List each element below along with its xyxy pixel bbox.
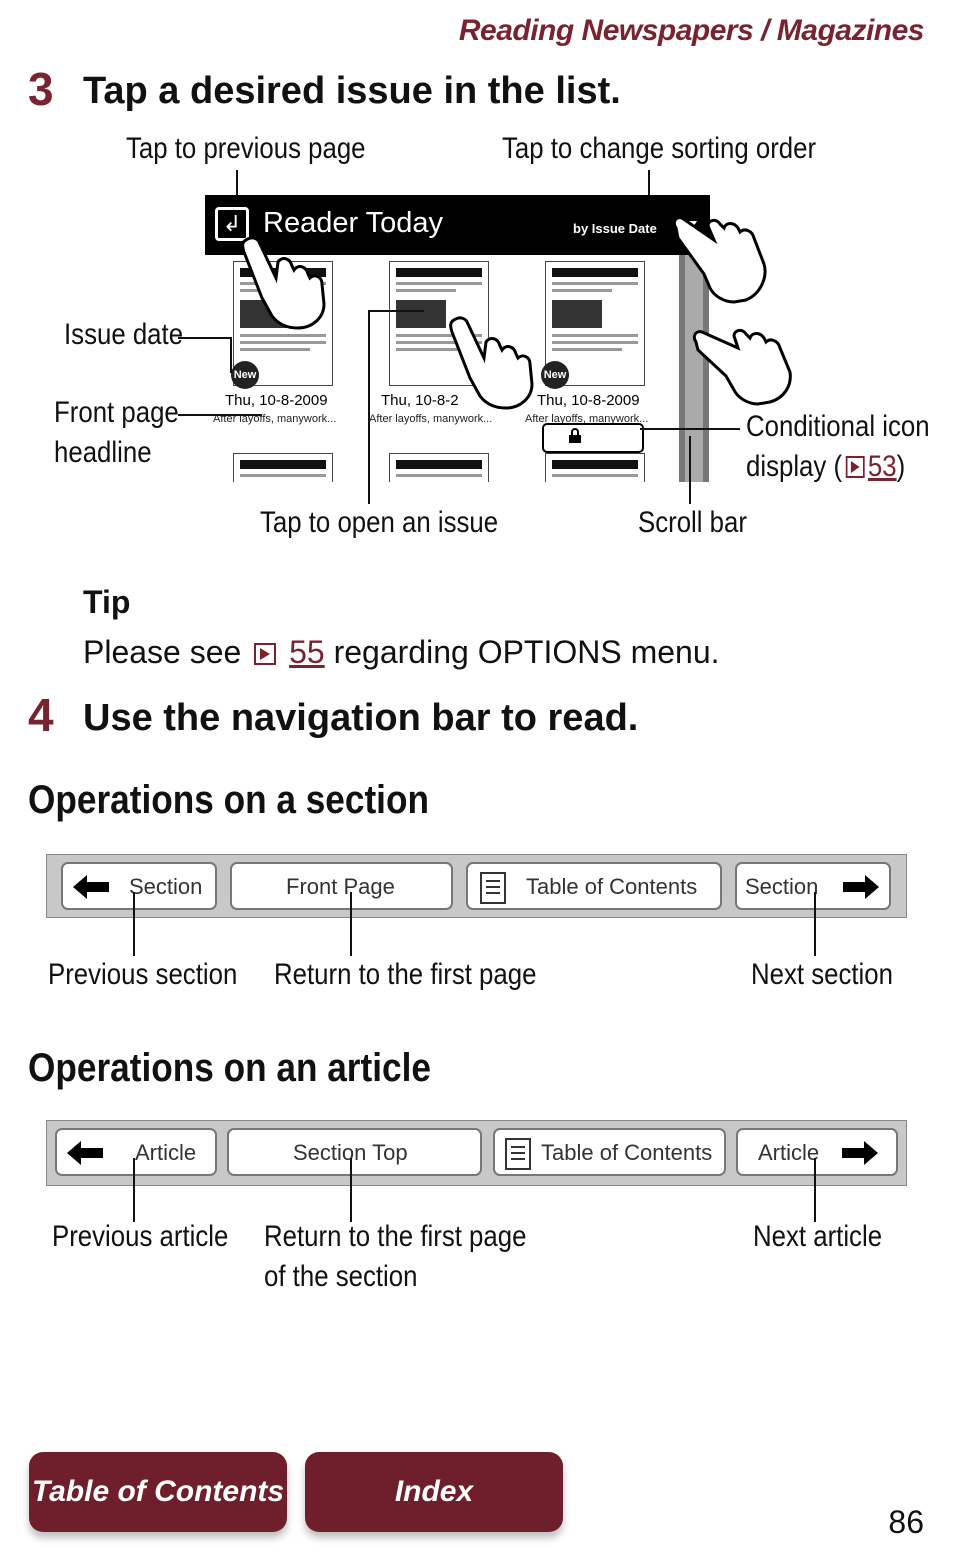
- leader-line: [178, 337, 232, 339]
- leader-line: [689, 436, 691, 504]
- issue-headline: After layoffs, manywork...: [369, 413, 493, 425]
- page-ref-link[interactable]: 53: [867, 450, 897, 483]
- callout-of-the-section: of the section: [264, 1260, 418, 1293]
- table-of-contents-button[interactable]: Table of Contents: [493, 1128, 726, 1176]
- arrow-right-icon: [843, 875, 879, 899]
- callout-scroll-bar: Scroll bar: [638, 506, 747, 539]
- leader-line: [640, 428, 740, 430]
- leader-line: [814, 892, 816, 956]
- callout-previous-page: Tap to previous page: [126, 132, 366, 165]
- section-navigation-bar: Section Front Page Table of Contents Sec…: [46, 854, 907, 918]
- scroll-thumb[interactable]: [685, 255, 703, 482]
- callout-next-section: Next section: [751, 958, 893, 991]
- issue-headline: After layoffs, manywork...: [213, 413, 337, 425]
- leader-line: [230, 337, 232, 373]
- next-article-button[interactable]: Article: [736, 1128, 898, 1176]
- leader-line: [350, 892, 352, 956]
- leader-line: [133, 892, 135, 956]
- page-number: 86: [888, 1504, 924, 1540]
- list-icon: [505, 1138, 531, 1170]
- tap-hand-icon: [449, 316, 534, 410]
- section-ops-title: Operations on a section: [28, 778, 429, 822]
- page-ref-icon: [254, 643, 277, 665]
- callout-return-first-page: Return to the first page: [274, 958, 537, 991]
- arrow-left-icon: [73, 875, 109, 899]
- leader-line: [368, 310, 424, 312]
- newspaper-thumbnail: [545, 453, 645, 482]
- arrow-left-icon: [67, 1141, 103, 1165]
- conditional-icon-box: [542, 423, 644, 453]
- new-badge: New: [231, 361, 259, 389]
- app-title: Reader Today: [263, 207, 444, 239]
- article-ops-title: Operations on an article: [28, 1046, 431, 1090]
- callout-front-page: Front page: [54, 396, 179, 429]
- table-of-contents-button[interactable]: Table of Contents: [466, 862, 722, 910]
- newspaper-thumbnail: [233, 453, 333, 482]
- callout-return-first-page: Return to the first page: [264, 1220, 527, 1253]
- leader-line: [368, 310, 370, 504]
- callout-headline: headline: [54, 436, 152, 469]
- title-bar: [205, 195, 710, 255]
- previous-article-button[interactable]: Article: [55, 1128, 217, 1176]
- swipe-hand-icon: [692, 328, 792, 406]
- tap-hand-icon: [672, 216, 767, 304]
- section-top-button[interactable]: Section Top: [227, 1128, 482, 1176]
- front-page-button[interactable]: Front Page: [230, 862, 453, 910]
- index-link-button[interactable]: Index: [305, 1452, 563, 1532]
- tip-body: Please see 55 regarding OPTIONS menu.: [83, 634, 720, 670]
- lock-icon: [569, 428, 581, 443]
- leader-line: [178, 414, 262, 416]
- page-ref-icon: [845, 456, 865, 478]
- step-3-heading: Tap a desired issue in the list.: [83, 70, 621, 112]
- arrow-right-icon: [842, 1141, 878, 1165]
- issue-date: Thu, 10-8-2009: [537, 392, 640, 409]
- issue-headline: After layoffs, manywork...: [525, 413, 649, 425]
- tap-hand-icon: [241, 236, 326, 330]
- callout-next-article: Next article: [753, 1220, 883, 1253]
- chapter-header: Reading Newspapers / Magazines: [458, 14, 925, 47]
- previous-section-button[interactable]: Section: [61, 862, 217, 910]
- page-ref-link[interactable]: 55: [289, 634, 325, 670]
- callout-issue-date: Issue date: [64, 318, 184, 351]
- article-navigation-bar: Article Section Top Table of Contents Ar…: [46, 1120, 907, 1186]
- leader-line: [814, 1158, 816, 1222]
- sort-order-button[interactable]: by Issue Date: [573, 221, 657, 236]
- list-icon: [480, 872, 506, 904]
- back-icon[interactable]: ↲: [215, 207, 249, 241]
- next-section-button[interactable]: Section: [735, 862, 891, 910]
- issue-date: Thu, 10-8-2009: [225, 392, 328, 409]
- step-number-3: 3: [28, 63, 54, 115]
- step-number-4: 4: [28, 689, 54, 741]
- leader-line: [133, 1158, 135, 1222]
- leader-line: [350, 1158, 352, 1222]
- callout-previous-article: Previous article: [52, 1220, 229, 1253]
- tip-title: Tip: [83, 584, 131, 620]
- callout-open-issue: Tap to open an issue: [260, 506, 499, 539]
- issue-date: Thu, 10-8-2: [381, 392, 459, 409]
- newspaper-thumbnail: [389, 453, 489, 482]
- callout-conditional-display: display (53): [746, 450, 906, 483]
- table-of-contents-link-button[interactable]: Table of Contents: [29, 1452, 287, 1532]
- step-4-heading: Use the navigation bar to read.: [83, 697, 639, 739]
- callout-sorting-order: Tap to change sorting order: [502, 132, 817, 165]
- callout-conditional-icon: Conditional icon: [746, 410, 930, 443]
- leader-line: [236, 170, 238, 214]
- new-badge: New: [541, 361, 569, 389]
- callout-previous-section: Previous section: [48, 958, 238, 991]
